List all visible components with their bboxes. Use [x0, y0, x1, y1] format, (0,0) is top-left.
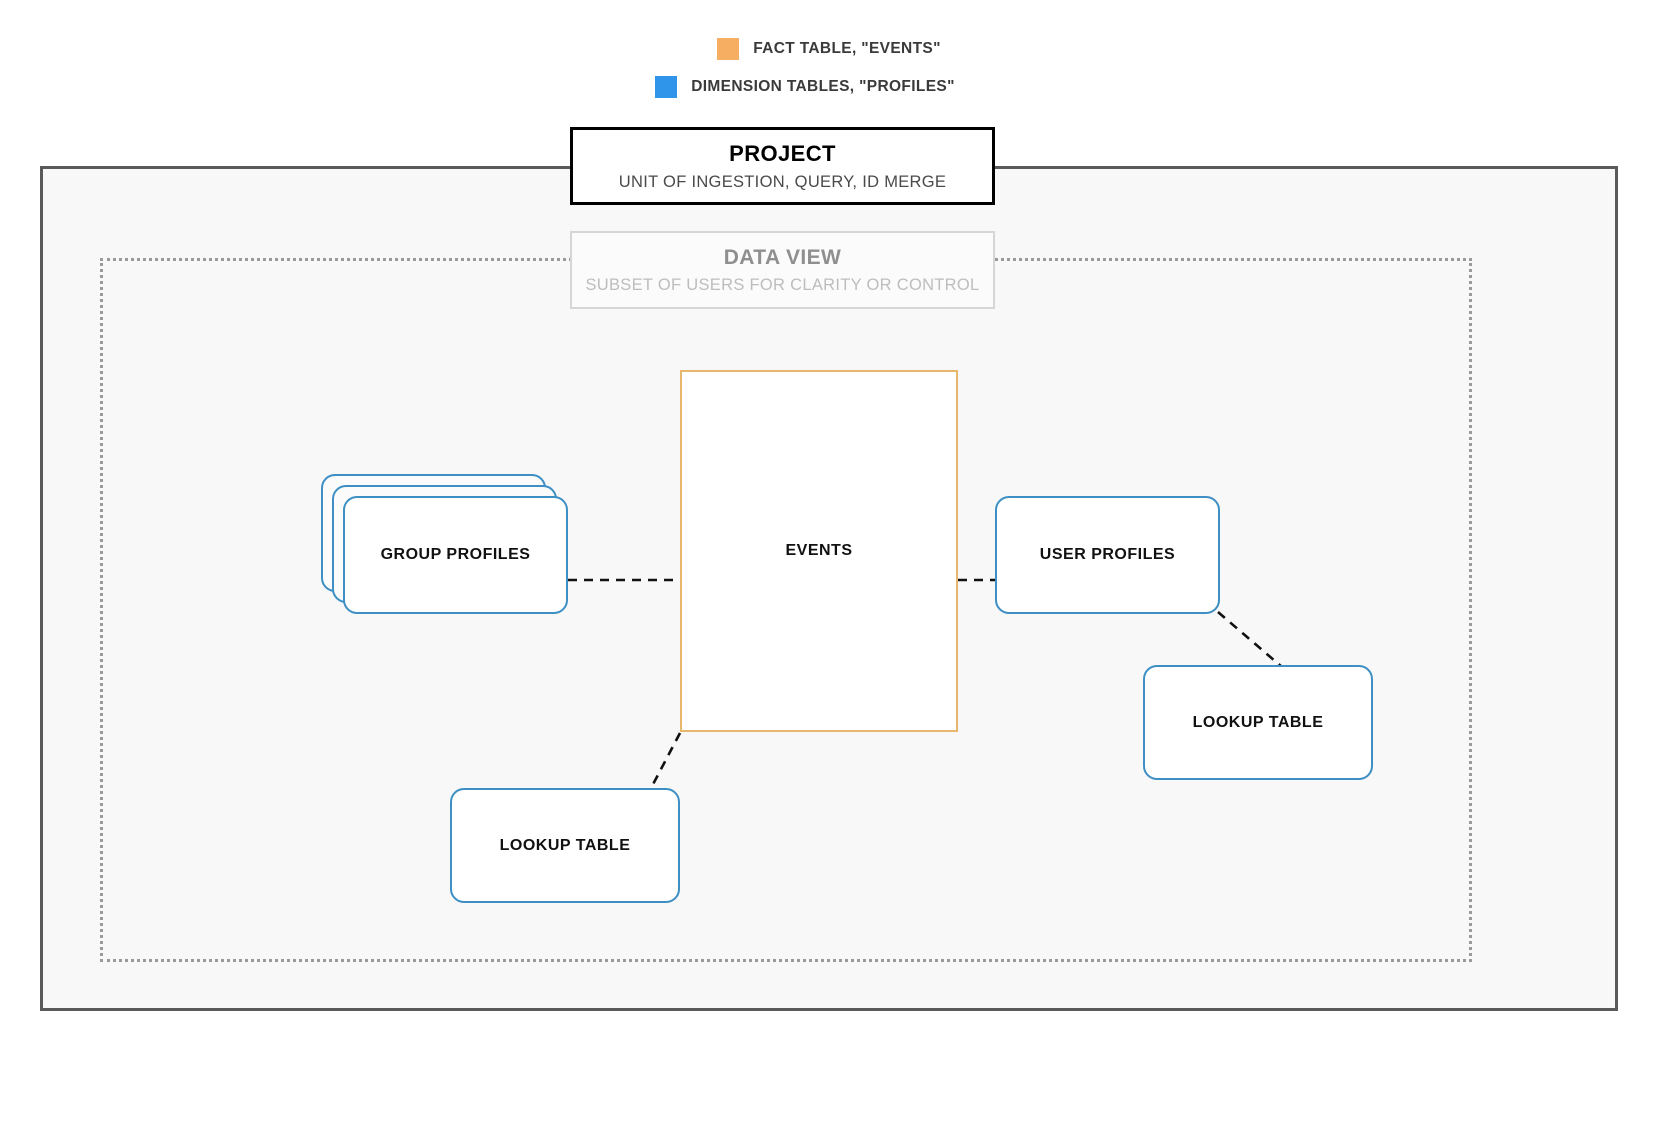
legend: FACT TABLE, "EVENTS" DIMENSION TABLES, "…	[0, 30, 1664, 106]
legend-item-fact-table: FACT TABLE, "EVENTS"	[0, 30, 1664, 68]
node-group-profiles[interactable]: GROUP PROFILES	[343, 496, 568, 614]
node-label-group-profiles: GROUP PROFILES	[380, 546, 531, 563]
node-label-lookup-table-left: LOOKUP TABLE	[499, 836, 631, 854]
legend-item-dimension-tables: DIMENSION TABLES, "PROFILES"	[0, 68, 1664, 106]
node-lookup-table-right[interactable]: LOOKUP TABLE	[1143, 665, 1373, 780]
node-lookup-table-left[interactable]: LOOKUP TABLE	[450, 788, 680, 903]
node-user-profiles[interactable]: USER PROFILES	[995, 496, 1220, 614]
legend-label-dimension-tables: DIMENSION TABLES, "PROFILES"	[691, 78, 955, 95]
data-view-title: DATA VIEW	[723, 245, 842, 269]
legend-label-fact-table: FACT TABLE, "EVENTS"	[753, 40, 941, 57]
project-subtitle: UNIT OF INGESTION, QUERY, ID MERGE	[618, 172, 947, 191]
project-title: PROJECT	[729, 140, 836, 166]
node-label-user-profiles: USER PROFILES	[1039, 546, 1176, 563]
orange-square-swatch-icon	[717, 38, 740, 60]
node-label-lookup-table-right: LOOKUP TABLE	[1192, 713, 1324, 731]
project-header-box: PROJECT UNIT OF INGESTION, QUERY, ID MER…	[570, 127, 995, 205]
node-events-fact-table[interactable]: EVENTS	[680, 370, 958, 732]
node-label-events: EVENTS	[785, 542, 853, 559]
data-view-header-box: DATA VIEW SUBSET OF USERS FOR CLARITY OR…	[570, 231, 995, 309]
data-view-subtitle: SUBSET OF USERS FOR CLARITY OR CONTROL	[585, 275, 980, 294]
blue-square-swatch-icon	[655, 76, 678, 98]
